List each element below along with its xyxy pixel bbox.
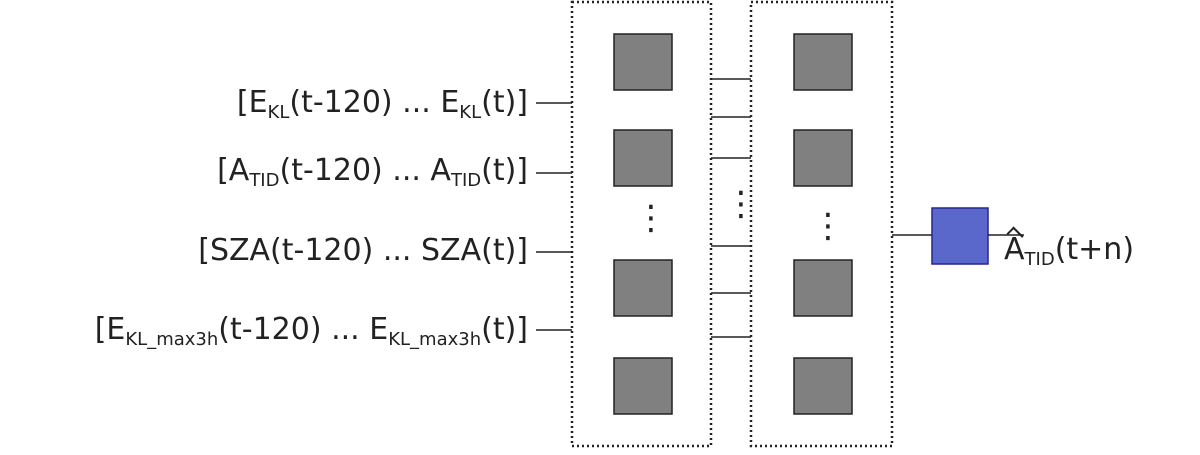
ellipsis-connections: ⋮	[724, 184, 758, 224]
input-label-ekl-max3h: [EKL_max3h(t-120) ... EKL_max3h(t)]	[94, 312, 528, 350]
input-label-ekl: [EKL(t-120) ... EKL(t)]	[236, 85, 528, 123]
output-node	[931, 207, 989, 265]
layer1-container	[570, 0, 713, 448]
layer1-node-3	[613, 357, 673, 415]
layer1-node-0	[613, 33, 673, 91]
input-label-sza: [SZA(t-120) ... SZA(t)]	[198, 233, 528, 268]
ellipsis-layer1: ⋮	[634, 198, 668, 238]
layer2-node-0	[793, 33, 853, 91]
input-label-atid: [ATID(t-120) ... ATID(t)]	[217, 153, 528, 191]
layer2-container	[749, 0, 894, 448]
output-label: ATID(t+n)	[1004, 232, 1135, 270]
hat-accent: A	[1004, 232, 1025, 267]
layer2-node-1	[793, 129, 853, 187]
layer1-node-2	[613, 259, 673, 317]
layer1-node-1	[613, 129, 673, 187]
layer2-node-2	[793, 259, 853, 317]
ellipsis-layer2: ⋮	[811, 206, 845, 246]
layer2-node-3	[793, 357, 853, 415]
